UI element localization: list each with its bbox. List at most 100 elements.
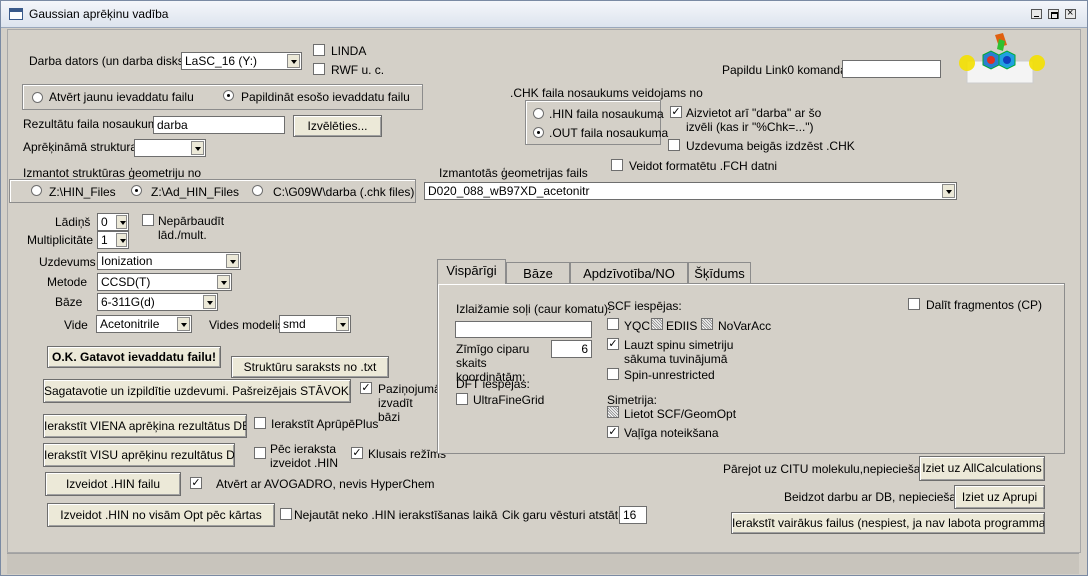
minimize-icon[interactable] (1031, 9, 1042, 19)
make-hin-all-button[interactable]: Izveidot .HIN no visām Opt pēc kārtas (47, 503, 275, 527)
geo-chk-label: C:\G09W\darba (.chk files) (273, 185, 415, 199)
linda-label: LINDA (331, 44, 367, 58)
computer-label: Darba dators (un darba disks) (29, 54, 188, 68)
solvent-model-label: Vides modelis (209, 318, 284, 332)
geo-adhin-radio[interactable] (131, 185, 142, 196)
write-all-db-button[interactable]: Ierakstīt VISU aprēķinu rezultātus DB (43, 443, 235, 467)
solvent-model-select[interactable]: smd (279, 315, 351, 333)
delete-chk-label: Uzdevuma beigās izdzēst .CHK (686, 139, 855, 153)
method-label: Metode (47, 275, 88, 289)
chk-out-radio[interactable] (533, 127, 544, 138)
fragments-checkbox[interactable] (908, 298, 920, 310)
method-select[interactable]: CCSD(T) (97, 273, 232, 291)
write-one-db-button[interactable]: Ierakstīt VIENA aprēķina rezultātus DB (43, 414, 247, 438)
spin-unrestricted-label: Spin-unrestricted (624, 368, 715, 382)
rwf-checkbox[interactable] (313, 63, 325, 75)
other-molecule-label: Pārejot uz CITU molekulu,nepieciešams (723, 462, 937, 476)
window-title: Gaussian aprēķinu vadība (29, 7, 169, 21)
chk-out-label: .OUT faila nosaukuma (549, 126, 669, 140)
finish-db-label: Beidzot darbu ar DB, nepieciešams (784, 490, 973, 504)
link0-input[interactable] (842, 60, 941, 78)
chevron-down-icon (116, 215, 127, 229)
go-aprupi-button[interactable]: Iziet uz Aprupi (954, 485, 1045, 509)
tab-population[interactable]: Apdzīvotība/NO (570, 262, 688, 284)
digits-input[interactable]: 6 (551, 340, 592, 358)
chevron-down-icon (287, 54, 300, 68)
task-select[interactable]: Ionization (97, 252, 241, 270)
tab-general[interactable]: Vispārīgi (437, 259, 506, 284)
quiet-checkbox[interactable] (351, 447, 363, 459)
ultrafine-checkbox[interactable] (456, 393, 468, 405)
close-icon[interactable]: × (1065, 7, 1076, 19)
symmetry-label: Simetrija: (607, 393, 658, 407)
geo-adhin-label: Z:\Ad_HIN_Files (151, 185, 240, 199)
after-write-hin-label: Pēc ieraksta izveidot .HIN (270, 442, 339, 470)
append-input-radio[interactable] (223, 90, 234, 101)
quiet-label: Klusais režīms (368, 447, 447, 461)
use-scf-checkbox[interactable] (607, 406, 619, 418)
steps-input[interactable] (455, 321, 592, 338)
fragments-label: Dalīt fragmentos (CP) (926, 298, 1043, 312)
chevron-down-icon (177, 317, 190, 331)
no-ask-checkbox[interactable] (280, 508, 292, 520)
go-allcalculations-button[interactable]: Iziet uz AllCalculations (919, 456, 1045, 481)
use-scf-label: Lietot SCF/GeomOpt (624, 407, 737, 421)
geo-hin-radio[interactable] (31, 185, 42, 196)
new-input-radio[interactable] (32, 92, 43, 103)
ultrafine-label: UltraFineGrid (473, 393, 545, 407)
solvent-label: Vide (64, 318, 88, 332)
prepared-tasks-button[interactable]: Sagatavotie un izpildītie uzdevumi. Pašr… (43, 379, 351, 403)
result-file-label: Rezultātu faila nosaukums (23, 117, 164, 131)
choose-file-button[interactable]: Izvēlēties... (293, 115, 382, 137)
replace-chk-checkbox[interactable] (670, 106, 682, 118)
geo-chk-radio[interactable] (252, 185, 263, 196)
chevron-down-icon (191, 141, 204, 155)
computer-select[interactable]: LaSC_16 (Y:) (181, 52, 302, 70)
replace-chk-label: Aizvietot arī "darba" ar šo izvēli (kas … (686, 106, 822, 134)
loose-label: Vaļīga noteikšana (624, 426, 719, 440)
loose-checkbox[interactable] (607, 426, 619, 438)
link0-label: Papildu Link0 komandas: (722, 63, 857, 77)
structure-select[interactable] (134, 139, 206, 157)
avogadro-checkbox[interactable] (190, 477, 202, 489)
restore-icon[interactable] (1048, 9, 1059, 19)
yqc-checkbox[interactable] (607, 318, 619, 330)
fch-checkbox[interactable] (611, 159, 623, 171)
form-icon (9, 8, 23, 20)
task-label: Uzdevums (39, 255, 96, 269)
linda-checkbox[interactable] (313, 44, 325, 56)
break-spin-checkbox[interactable] (607, 338, 619, 350)
basis-select[interactable]: 6-311G(d) (97, 293, 218, 311)
chk-hin-label: .HIN faila nosaukuma (549, 107, 664, 121)
write-files-button[interactable]: Ierakstīt vairākus failus (nespiest, ja … (731, 512, 1045, 534)
status-strip (7, 553, 1079, 574)
history-input[interactable]: 16 (619, 506, 647, 524)
steps-label: Izlaižamie soļi (caur komatu): (456, 302, 612, 316)
no-check-checkbox[interactable] (142, 214, 154, 226)
chk-hin-radio[interactable] (533, 108, 544, 119)
geometry-from-group (9, 179, 416, 203)
make-hin-button[interactable]: Izveidot .HIN failu (45, 472, 181, 496)
after-write-hin-checkbox[interactable] (254, 447, 266, 459)
novaracc-checkbox[interactable] (701, 318, 713, 330)
multiplicity-select[interactable]: 1 (97, 231, 129, 249)
ok-prepare-button[interactable]: O.K. Gatavot ievaddatu failu! (47, 346, 221, 368)
delete-chk-checkbox[interactable] (668, 139, 680, 151)
fch-label: Veidot formatētu .FCH datni (629, 159, 778, 173)
aprupeplus-checkbox[interactable] (254, 417, 266, 429)
tab-solvation[interactable]: Šķīdums (688, 262, 751, 284)
notify-checkbox[interactable] (360, 382, 372, 394)
no-check-label: Nepārbaudīt lād./mult. (158, 214, 225, 242)
ediis-checkbox[interactable] (651, 318, 663, 330)
tab-basis[interactable]: Bāze (506, 262, 570, 284)
chevron-down-icon (217, 275, 230, 289)
result-file-input[interactable]: darba (153, 116, 285, 134)
avogadro-label: Atvērt ar AVOGADRO, nevis HyperChem (216, 477, 435, 491)
spin-unrestricted-checkbox[interactable] (607, 368, 619, 380)
charge-select[interactable]: 0 (97, 213, 129, 231)
notify-label: Paziņojumā izvadīt bāzi (378, 382, 441, 424)
multiplicity-label: Multiplicitāte (27, 233, 94, 247)
solvent-select[interactable]: Acetonitrile (96, 315, 192, 333)
geometry-file-select[interactable]: D020_088_wB97XD_acetonitr (424, 182, 957, 200)
structure-list-button[interactable]: Struktūru saraksts no .txt (231, 356, 389, 378)
